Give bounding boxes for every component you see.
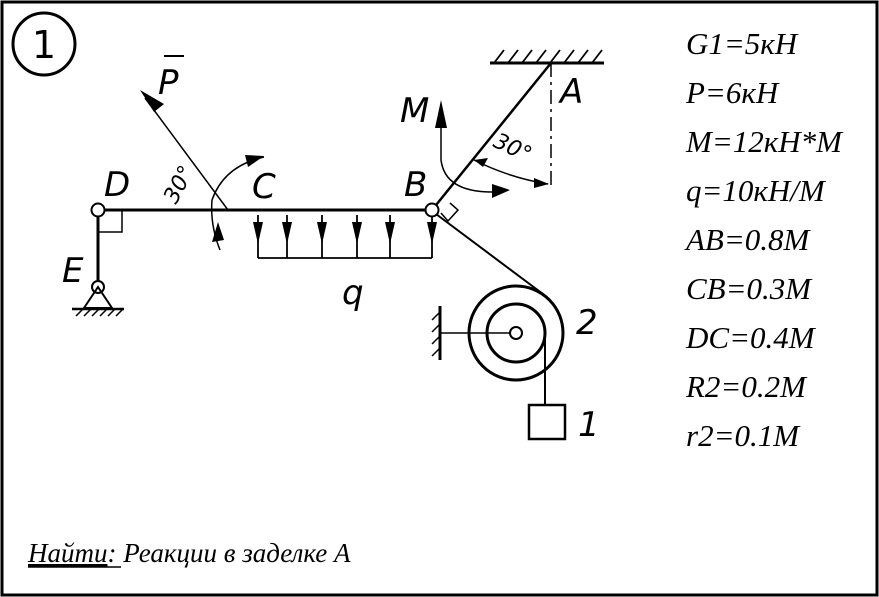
label-angle-ab: 30° (489, 129, 535, 168)
given-item: CB=0.3М (686, 271, 813, 306)
force-p-line (144, 97, 229, 211)
given-item: M=12кН*М (685, 124, 844, 159)
label-angle-p: 30° (159, 162, 199, 208)
label-c: C (252, 167, 276, 207)
task-statement: Найти: Реакции в заделке А (27, 538, 351, 568)
given-list: G1=5кН P=6кН M=12кН*М q=10кН/М AB=0.8М C… (684, 26, 844, 453)
task-text: : Реакции в заделке А (108, 538, 352, 568)
angle-arrow-ab-1 (474, 158, 488, 167)
given-item: q=10кН/М (686, 173, 827, 208)
problem-number: 1 (32, 23, 56, 67)
problem-number-circle (11, 11, 77, 77)
right-angle-b (440, 202, 460, 223)
given-item: DC=0.4М (685, 320, 817, 355)
hinge-d (90, 202, 106, 218)
label-m: M (400, 91, 429, 131)
label-p: P (158, 63, 179, 103)
fixed-support-a (490, 49, 604, 65)
given-item: R2=0.2М (685, 369, 808, 404)
given-item: P=6кН (685, 75, 780, 110)
angle-arrow-p-bottom (212, 222, 224, 242)
weight-block-1 (527, 403, 567, 441)
right-angle-d (98, 210, 123, 233)
distributed-load-q (253, 215, 437, 259)
label-b: B (404, 165, 427, 205)
angle-arrow-ab-2 (534, 178, 549, 188)
given-item: r2=0.1М (686, 418, 801, 453)
moment-arrow-tail (492, 184, 510, 198)
given-item: G1=5кН (686, 26, 799, 61)
pulley-2 (431, 284, 565, 382)
label-a: A (558, 72, 583, 112)
label-pulley-2: 2 (576, 303, 598, 343)
angle-arrow-p-top (245, 155, 264, 167)
moment-arc-m (440, 128, 493, 193)
rod-ba (431, 62, 552, 211)
pin-support-e (72, 280, 124, 317)
moment-arrow-m (435, 100, 447, 128)
cable-b-pulley (435, 213, 544, 295)
label-e: E (62, 251, 84, 291)
task-keyword: Найти (27, 538, 108, 568)
label-d: D (104, 165, 130, 205)
label-q: q (342, 273, 364, 313)
hinge-b (424, 202, 440, 218)
force-p-arrow (140, 90, 164, 112)
given-item: AB=0.8М (684, 222, 812, 257)
label-weight-1: 1 (578, 405, 600, 445)
